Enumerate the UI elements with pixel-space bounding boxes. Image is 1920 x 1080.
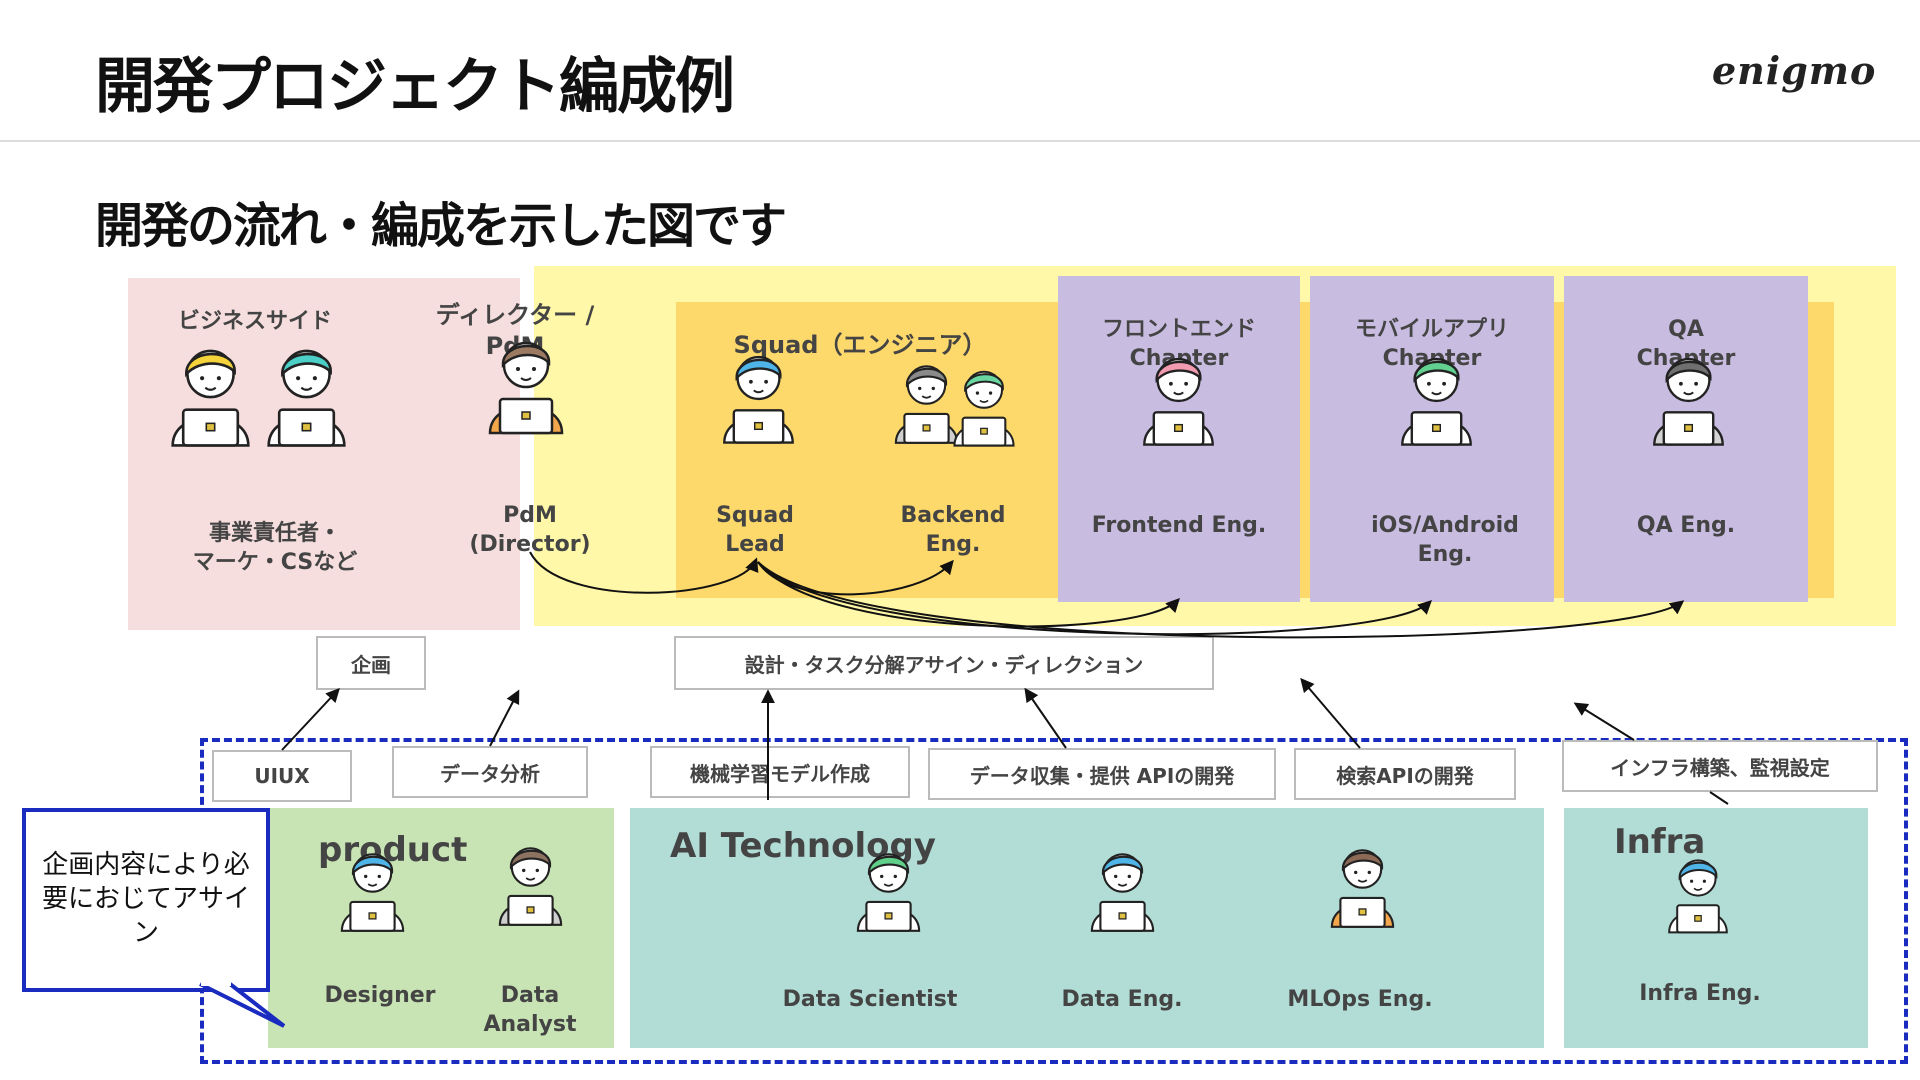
designer-person-icon [330,839,415,933]
frontend-person-icon [1131,342,1226,447]
squad-title: Squad（エンジニア） [733,331,987,359]
squad-lead-person-icon [711,340,806,445]
callout-tail [199,982,286,1028]
qa-person-icon [1641,342,1736,447]
data-eng-person-icon [1080,839,1165,933]
business-side-region [128,278,520,630]
backend-person-2-icon [943,357,1025,447]
business-person-2-icon [254,332,359,448]
planning-box: 企画 [316,636,426,690]
pdm-person-icon [476,325,576,435]
search-api-box: 検索APIの開発 [1294,748,1516,800]
diagram-subtitle: 開発の流れ・編成を示した図です [95,198,787,254]
data-scientist-label: Data Scientist [782,987,958,1012]
assignment-callout: 企画内容により必要におじてアサイン [22,808,270,992]
infra-person-icon [1658,846,1738,934]
data-analysis-box: データ分析 [392,746,588,798]
business-side-title: ビジネスサイド [177,309,332,334]
infra-title: Infra [1614,822,1706,862]
analyst-person-icon [488,833,573,927]
header-divider [0,140,1920,142]
design-task-box: 設計・タスク分解アサイン・ディレクション [674,636,1214,690]
ml-model-box: 機械学習モデル作成 [650,746,910,798]
qa-eng-label: QA Eng. [1636,513,1736,538]
product-title: product [318,830,468,870]
business-person-1-icon [158,332,263,448]
data-eng-label: Data Eng. [1061,987,1183,1012]
uiux-box: UIUX [212,750,352,802]
designer-label: Designer [324,983,436,1008]
business-members-label: 事業責任者・マーケ・CSなど [192,521,358,575]
mlops-person-icon [1320,835,1405,929]
mlops-eng-label: MLOps Eng. [1287,987,1433,1012]
enigmo-logo: enigmo [1712,48,1877,93]
product-region [268,808,614,1048]
data-api-box: データ収集・提供 APIの開発 [928,748,1276,800]
page-title: 開発プロジェクト編成例 [95,52,735,122]
frontend-eng-label: Frontend Eng. [1091,513,1267,538]
infra-setup-box: インフラ構築、監視設定 [1562,740,1878,792]
mobile-person-icon [1389,342,1484,447]
infra-eng-label: Infra Eng. [1639,981,1761,1006]
scientist-person-icon [846,839,931,933]
